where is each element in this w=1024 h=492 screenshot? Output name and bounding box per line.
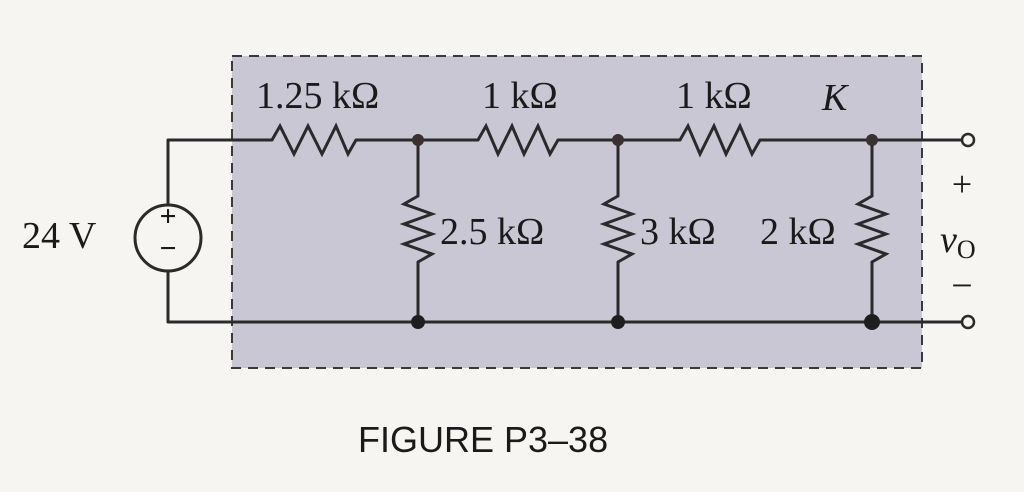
node-top-1 (412, 134, 424, 146)
output-terminal-bottom (960, 314, 976, 330)
source-plus-sign: + (159, 200, 176, 233)
resistor-series-1 (270, 122, 358, 158)
source-voltage-label: 24 V (22, 215, 97, 257)
top-wire-left (166, 138, 274, 230)
box-label-k: K (821, 77, 849, 119)
node-top-3 (866, 134, 878, 146)
label-r-shunt-2: 3 kΩ (640, 211, 716, 253)
label-r-shunt-3: 2 kΩ (760, 211, 836, 253)
resistor-shunt-3 (853, 194, 891, 264)
output-minus-sign: − (951, 265, 972, 307)
resistor-shunt-1 (399, 194, 437, 264)
figure-caption: FIGURE P3–38 (358, 419, 608, 460)
circuit-box-k (231, 55, 923, 369)
source-minus-sign: − (159, 232, 176, 265)
label-r-series-3: 1 kΩ (676, 75, 752, 117)
resistor-series-3 (678, 122, 762, 158)
node-bottom-3 (864, 314, 880, 330)
voltage-source-symbol (133, 203, 203, 273)
label-r-shunt-1: 2.5 kΩ (440, 211, 544, 253)
node-top-2 (612, 134, 624, 146)
label-r-series-1: 1.25 kΩ (256, 75, 379, 117)
bottom-wire (166, 260, 964, 324)
node-bottom-1 (411, 315, 425, 329)
resistor-series-2 (476, 122, 560, 158)
node-bottom-2 (611, 315, 625, 329)
label-r-series-2: 1 kΩ (482, 75, 558, 117)
output-voltage-v: v (940, 219, 957, 261)
output-terminal-top (960, 132, 976, 148)
output-voltage-label: vO (940, 219, 976, 264)
resistor-shunt-2 (599, 194, 637, 264)
output-voltage-subscript: O (957, 235, 976, 264)
output-plus-sign: + (952, 164, 972, 204)
